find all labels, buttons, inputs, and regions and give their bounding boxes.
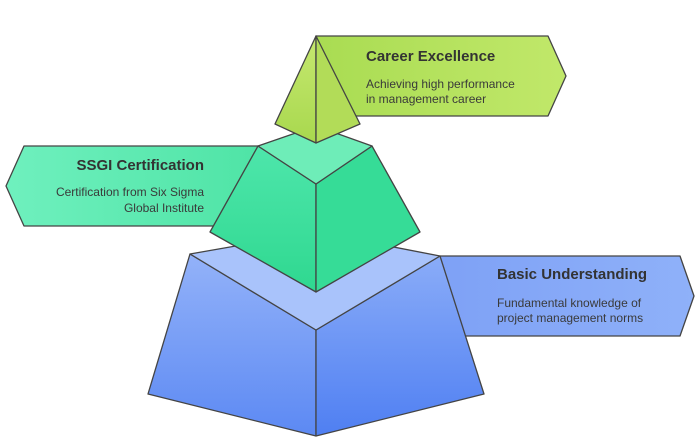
basic-understanding-description-line-1: Fundamental knowledge of [497,296,642,310]
career-excellence-title: Career Excellence [366,48,495,65]
ssgi-certification-description-line-2: Global Institute [124,201,204,215]
ssgi-certification-label-panel [5,145,259,227]
top-tier-right-face [315,35,361,144]
level-ssgi-certification: SSGI Certification Certification from Si… [5,125,421,293]
level-career-excellence: Career Excellence Achieving high perform… [274,35,567,144]
basic-understanding-description-line-2: project management norms [497,311,643,325]
career-excellence-description-line-1: Achieving high performance [366,77,515,91]
ssgi-certification-title: SSGI Certification [76,157,204,174]
ssgi-certification-description-line-1: Certification from Six Sigma [56,185,204,199]
top-tier-left-face [274,35,317,144]
level-basic-understanding: Basic Understanding Fundamental knowledg… [147,231,695,437]
career-excellence-description-line-2: in management career [366,92,486,106]
basic-understanding-title: Basic Understanding [497,266,647,283]
